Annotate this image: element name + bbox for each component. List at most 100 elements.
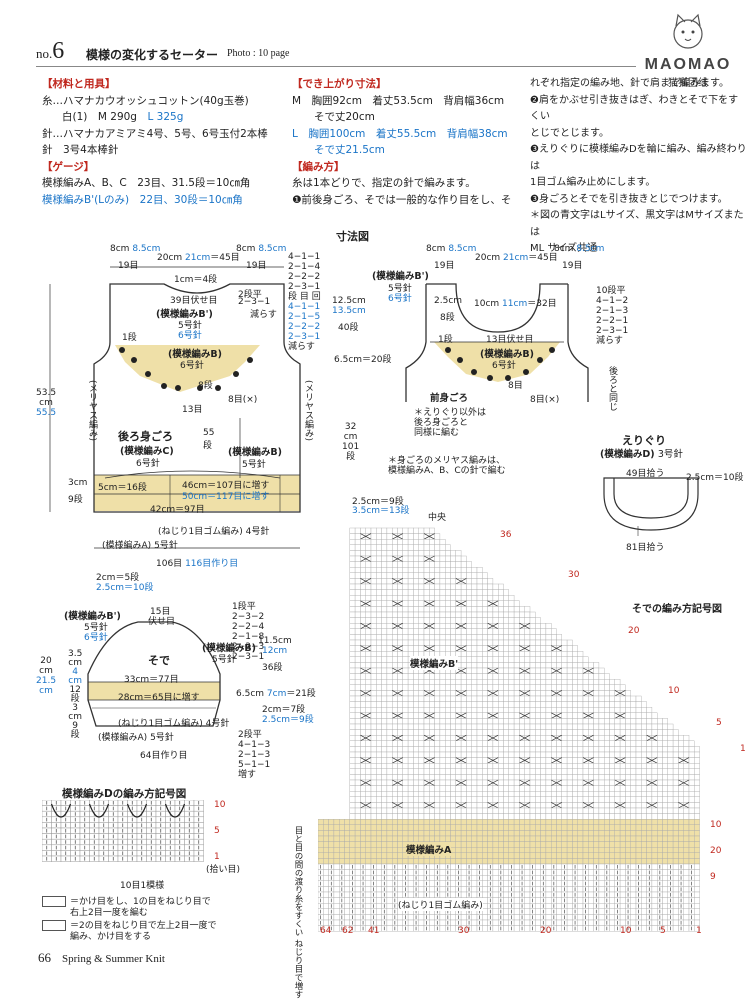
chart-cell <box>423 734 430 741</box>
chart-cell <box>450 774 457 781</box>
chart-cell <box>460 667 467 674</box>
sleeve-name: そで <box>148 654 170 667</box>
chart-cell <box>487 667 494 674</box>
chart-cell <box>402 578 409 585</box>
chart-cell <box>429 544 435 551</box>
chart-cell <box>508 847 515 854</box>
chart-cell <box>370 802 377 809</box>
chart-cell <box>397 611 404 618</box>
chart-cell <box>466 606 472 613</box>
chart-cell <box>391 791 398 798</box>
chart-cell <box>376 589 382 596</box>
chart-d-title: 模様編みDの編み方記号図 <box>62 788 187 800</box>
chart-cell <box>662 796 669 803</box>
chart-cell <box>672 886 679 893</box>
chart-cell <box>492 791 499 798</box>
chart-cell <box>370 774 377 781</box>
chart-cell <box>429 718 435 725</box>
chart-cell <box>619 869 626 876</box>
chart-cell <box>360 684 366 691</box>
chart-cell <box>407 863 414 870</box>
chart-cell <box>323 835 329 842</box>
chart-cell <box>349 807 356 814</box>
chart-cell <box>391 662 398 669</box>
chart-cell <box>651 757 658 764</box>
chart-cell <box>413 628 419 635</box>
chart-cell <box>365 796 372 803</box>
chart-cell <box>354 729 361 736</box>
chart-cell <box>683 762 690 769</box>
chart-cell <box>344 841 351 848</box>
chart-cell <box>360 835 366 842</box>
chart-cell <box>519 762 525 769</box>
chart-cell <box>609 695 616 702</box>
chart-cell <box>582 802 589 809</box>
chart-cell <box>365 891 372 898</box>
chart-cell <box>508 662 515 669</box>
edge-2-5: 2.5cm＝9段 <box>352 497 404 507</box>
chart-cell <box>492 891 499 898</box>
chart-cell <box>413 622 419 629</box>
chart-cell <box>513 762 520 769</box>
chart-cell <box>460 875 467 882</box>
chart-cell <box>561 650 568 657</box>
chart-cell <box>466 830 472 837</box>
chart-cell <box>471 762 478 769</box>
chart-cell <box>577 802 584 809</box>
chart-cell <box>614 701 621 708</box>
chart-cell <box>513 667 520 674</box>
chart-cell <box>360 650 366 657</box>
chart-cell <box>683 858 690 865</box>
chart-cell <box>370 583 377 590</box>
chart-cell <box>397 847 404 854</box>
col-30: 30 <box>458 926 470 936</box>
chart-cell <box>492 701 499 708</box>
chart-cell <box>529 701 536 708</box>
chart-cell <box>535 634 541 641</box>
chart-cell <box>497 813 504 820</box>
chart-cell <box>646 802 653 809</box>
chart-cell <box>460 847 467 854</box>
chart-cell <box>593 690 600 697</box>
chart-cell <box>450 858 457 865</box>
chart-cell <box>556 684 563 691</box>
chart-cross-stitch <box>487 645 499 652</box>
chart-cell <box>694 891 700 898</box>
chart-cell <box>450 583 457 590</box>
chart-cell <box>646 774 653 781</box>
chart-cell <box>439 824 446 831</box>
chart-cell <box>423 589 430 596</box>
chart-cell <box>460 645 467 652</box>
chart-cell <box>376 751 382 758</box>
chart-cross-stitch <box>360 645 372 652</box>
chart-cell <box>519 673 525 680</box>
chart-cell <box>641 796 647 803</box>
chart-cell <box>429 589 435 596</box>
chart-cell <box>577 813 584 820</box>
chart-cell <box>540 746 547 753</box>
chart-cell <box>630 706 637 713</box>
chart-cell <box>572 830 578 837</box>
back-st-8x: 8目(×) <box>228 395 258 405</box>
chart-cell <box>397 662 404 669</box>
chart-cell <box>513 897 520 904</box>
back-stocking-left: (メリヤス編み) <box>87 380 97 442</box>
chart-cell <box>318 841 324 848</box>
chart-cell <box>598 751 605 758</box>
chart-cell <box>588 919 594 926</box>
chart-cell <box>444 583 451 590</box>
chart-cell <box>635 807 642 814</box>
chart-cell <box>365 875 372 882</box>
chart-cell <box>492 611 499 618</box>
chart-cell <box>482 796 488 803</box>
chart-cell <box>466 583 472 590</box>
chart-cell <box>672 791 679 798</box>
chart-cell <box>476 729 483 736</box>
chart-cell <box>386 796 393 803</box>
chart-cell <box>492 914 499 921</box>
chart-cell <box>513 914 520 921</box>
chart-cell <box>519 852 525 859</box>
chart-cell <box>503 796 510 803</box>
chart-cell <box>471 650 478 657</box>
